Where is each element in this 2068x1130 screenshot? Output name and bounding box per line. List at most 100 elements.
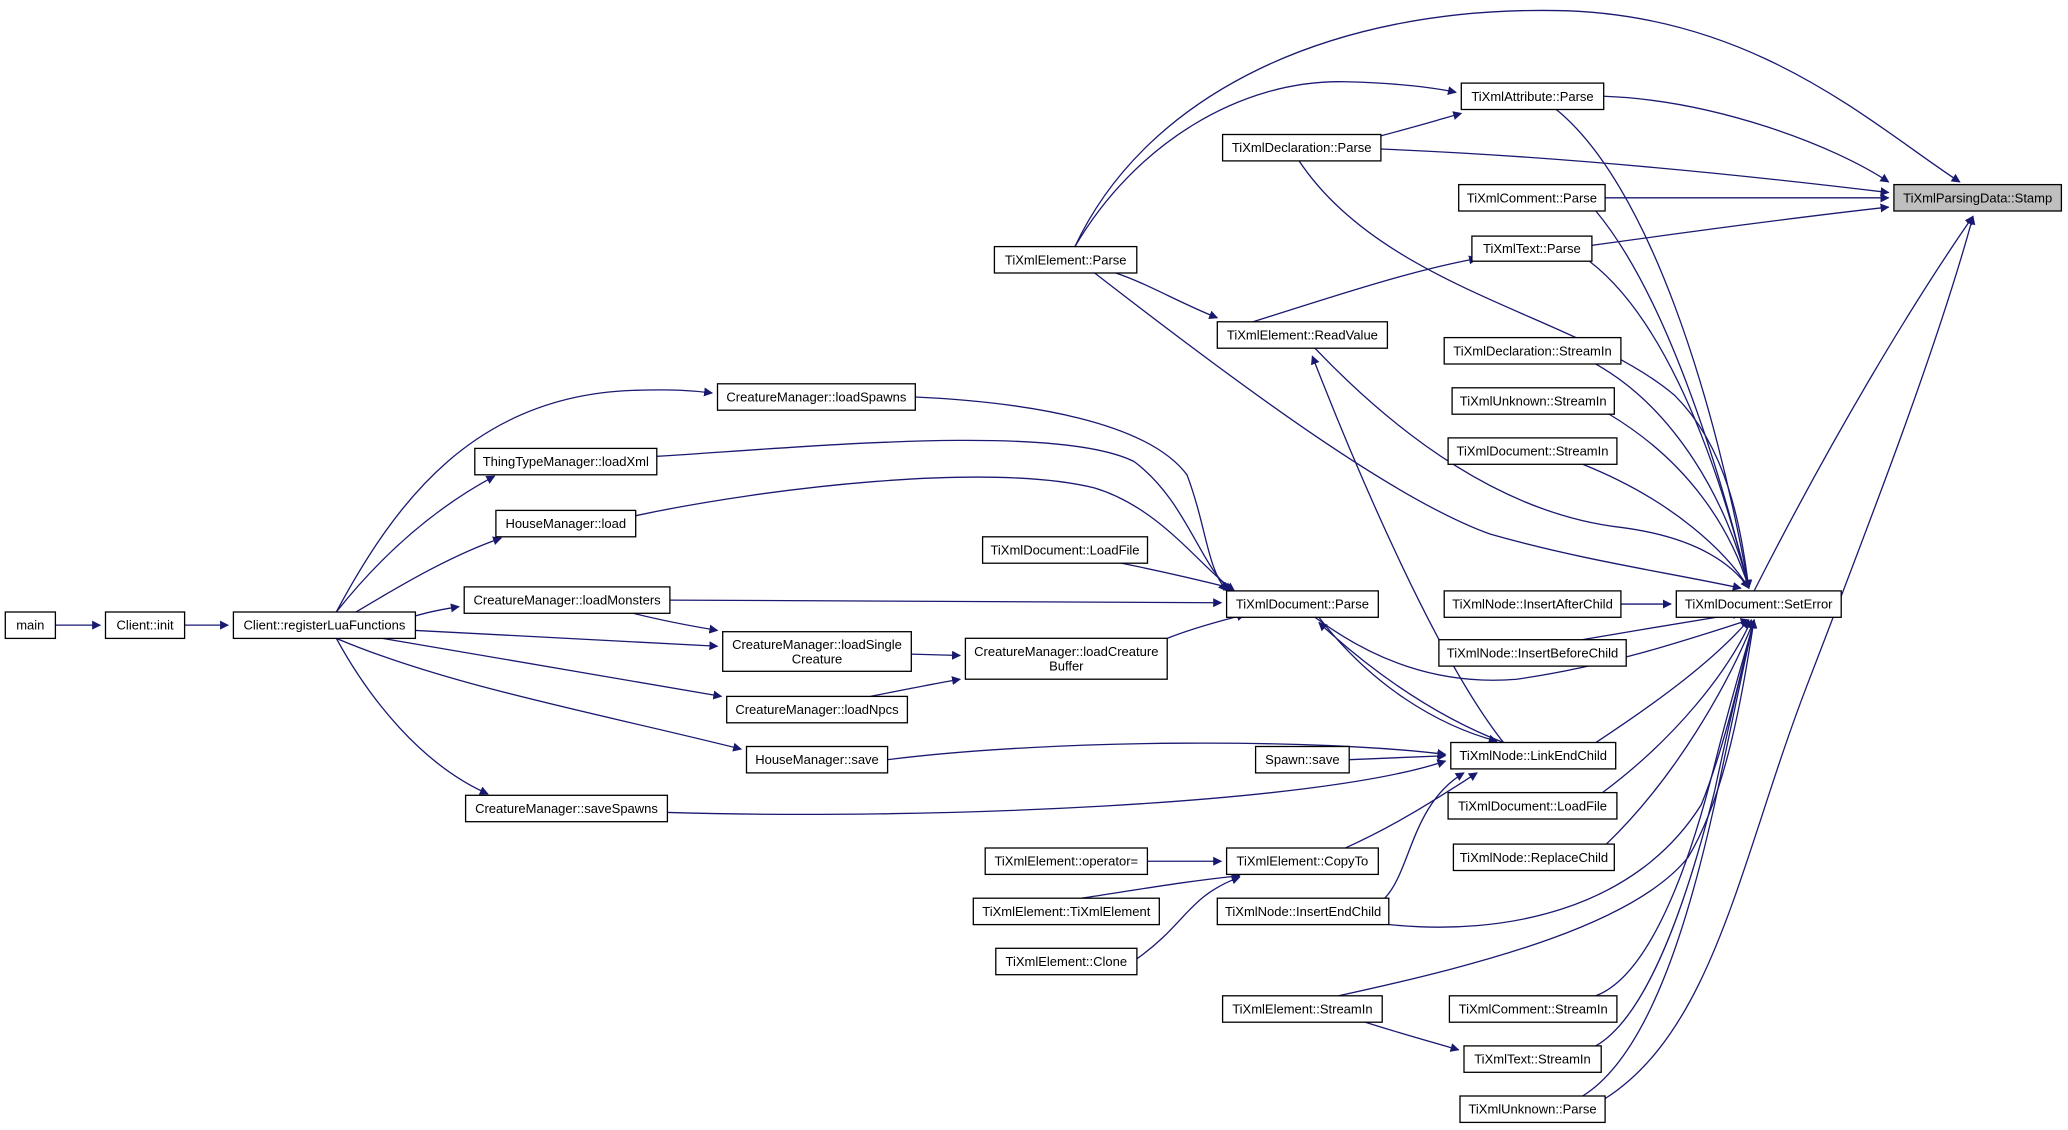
node-label: TiXmlNode::InsertAfterChild (1452, 597, 1613, 612)
node-doc-loadfile-l[interactable]: TiXmlDocument::LoadFile (981, 536, 1149, 564)
edge-text_parse-to-stamp (1591, 203, 1890, 246)
node-label: main (16, 618, 44, 633)
node-label: TiXmlDeclaration::StreamIn (1453, 343, 1611, 358)
node-box (722, 631, 912, 672)
edge-client_reg-to-ttm_loadxml (335, 475, 496, 613)
node-text-streamin[interactable]: TiXmlText::StreamIn (1463, 1045, 1602, 1073)
node-box (1450, 741, 1617, 770)
edge-node_linkend-to-doc_seterror (1595, 619, 1750, 744)
node-spawn-save[interactable]: Spawn::save (1254, 745, 1350, 774)
edge-cm_loadnpcs-to-cm_loadcreaturebuffer (870, 676, 962, 698)
node-cm-loadmonsters[interactable]: CreatureManager::loadMonsters (463, 586, 671, 614)
node-node-linkend[interactable]: TiXmlNode::LinkEndChild (1450, 741, 1617, 770)
node-box (1443, 336, 1622, 365)
node-client-reg[interactable]: Client::registerLuaFunctions (232, 611, 417, 640)
node-label: TiXmlText::StreamIn (1474, 1052, 1591, 1067)
node-node-insertend[interactable]: TiXmlNode::InsertEndChild (1216, 897, 1390, 926)
node-comment-parse[interactable]: TiXmlComment::Parse (1458, 183, 1606, 212)
edge-decl_streamin-to-doc_seterror (1595, 363, 1752, 590)
node-elem-ctor[interactable]: TiXmlElement::TiXmlElement (972, 897, 1160, 926)
edge-comment_parse-to-doc_seterror (1595, 210, 1752, 590)
node-stamp[interactable]: TiXmlParsingData::Stamp (1893, 183, 2063, 212)
node-elem-clone[interactable]: TiXmlElement::Clone (995, 947, 1138, 976)
edge-comment_streamin-to-doc_seterror (1595, 618, 1757, 997)
edge-doc_loadfile_r-to-doc_seterror (1602, 619, 1753, 794)
edge-client_reg-to-cm_savespawns (335, 638, 489, 795)
node-doc-streamin[interactable]: TiXmlDocument::StreamIn (1447, 437, 1618, 465)
node-text-parse[interactable]: TiXmlText::Parse (1471, 235, 1593, 262)
edge-hm_save-to-node_linkend (887, 742, 1447, 761)
node-cm-loadspawns[interactable]: CreatureManager::loadSpawns (716, 383, 916, 411)
edge-attr_parse-to-doc_seterror (1555, 108, 1752, 590)
node-doc-seterror[interactable]: TiXmlDocument::SetError (1675, 590, 1842, 618)
node-box (1221, 133, 1382, 162)
node-node-replace[interactable]: TiXmlNode::ReplaceChild (1452, 843, 1615, 872)
node-elem-parse[interactable]: TiXmlElement::Parse (993, 245, 1138, 274)
node-hm-save[interactable]: HouseManager::save (745, 745, 889, 774)
node-label: TiXmlDocument::LoadFile (1458, 798, 1607, 813)
node-label: CreatureManager::saveSpawns (475, 801, 658, 816)
node-attr-parse[interactable]: TiXmlAttribute::Parse (1460, 82, 1605, 111)
node-node-insertafter[interactable]: TiXmlNode::InsertAfterChild (1443, 590, 1622, 618)
node-label: CreatureManager::loadCreature (974, 644, 1158, 659)
edge-elem_readvalue-to-text_parse (1252, 255, 1479, 323)
node-box (1254, 745, 1350, 774)
node-box (474, 447, 658, 476)
node-label: TiXmlNode::InsertBeforeChild (1447, 645, 1618, 660)
node-label: CreatureManager::loadMonsters (474, 593, 662, 608)
node-decl-parse[interactable]: TiXmlDeclaration::Parse (1221, 133, 1382, 162)
node-label: HouseManager::save (755, 752, 879, 767)
edge-doc_parse-to-doc_seterror (1314, 616, 1750, 681)
node-main[interactable]: main (4, 611, 57, 640)
edge-unknown_parse-to-doc_seterror (1582, 618, 1757, 1097)
node-hm-load[interactable]: HouseManager::load (495, 509, 637, 538)
node-doc-parse[interactable]: TiXmlDocument::Parse (1225, 590, 1379, 618)
node-box (726, 695, 909, 724)
node-label: HouseManager::load (505, 516, 626, 531)
node-decl-streamin[interactable]: TiXmlDeclaration::StreamIn (1443, 336, 1622, 365)
node-client-init[interactable]: Client::init (104, 611, 186, 640)
edge-cm_loadmonsters-to-doc_parse (669, 598, 1223, 608)
edge-ttm_loadxml-to-doc_parse (656, 439, 1233, 592)
node-label: TiXmlText::Parse (1483, 241, 1581, 256)
node-box (1216, 897, 1390, 926)
node-node-insertbefore[interactable]: TiXmlNode::InsertBeforeChild (1438, 639, 1627, 667)
edge-elem_streamin-to-doc_seterror (1338, 618, 1758, 997)
node-label: TiXmlElement::CopyTo (1237, 854, 1369, 869)
node-box (972, 897, 1160, 926)
node-label: Client::registerLuaFunctions (243, 618, 405, 633)
node-box (1458, 183, 1606, 212)
node-unknown-parse[interactable]: TiXmlUnknown::Parse (1459, 1095, 1606, 1124)
node-elem-copyto[interactable]: TiXmlElement::CopyTo (1225, 847, 1379, 876)
node-cm-savespawns[interactable]: CreatureManager::saveSpawns (464, 794, 669, 823)
edge-elem_streamin-to-text_streamin (1364, 1021, 1460, 1052)
node-box (981, 536, 1149, 564)
node-label: TiXmlUnknown::StreamIn (1460, 393, 1607, 408)
node-box (464, 794, 669, 823)
node-ttm-loadxml[interactable]: ThingTypeManager::loadXml (474, 447, 658, 476)
node-label: CreatureManager::loadSingle (732, 637, 902, 652)
node-elem-operator[interactable]: TiXmlElement::operator= (984, 847, 1149, 876)
node-doc-loadfile-r[interactable]: TiXmlDocument::LoadFile (1447, 791, 1618, 820)
edge-attr_parse-to-stamp (1603, 95, 1890, 183)
node-label: TiXmlDocument::Parse (1236, 597, 1369, 612)
edge-client_reg-to-hm_load (355, 536, 503, 613)
node-comment-streamin[interactable]: TiXmlComment::StreamIn (1448, 995, 1618, 1023)
node-elem-streamin[interactable]: TiXmlElement::StreamIn (1221, 995, 1383, 1023)
node-box (1225, 590, 1379, 618)
node-box (745, 745, 889, 774)
edge-client_reg-to-hm_save (336, 637, 743, 752)
node-elem-readvalue[interactable]: TiXmlElement::ReadValue (1216, 321, 1389, 349)
node-label: TiXmlElement::Parse (1005, 252, 1127, 267)
edge-spawn_save-to-node_linkend (1349, 751, 1447, 761)
node-box (1447, 791, 1618, 820)
node-box (1447, 437, 1618, 465)
node-unknown-streamin[interactable]: TiXmlUnknown::StreamIn (1451, 387, 1615, 415)
node-label: TiXmlDeclaration::Parse (1232, 140, 1372, 155)
node-box (1460, 82, 1605, 111)
node-label: TiXmlUnknown::Parse (1468, 1102, 1596, 1117)
edge-elem_clone-to-elem_copyto (1136, 875, 1241, 960)
node-cm-loadnpcs[interactable]: CreatureManager::loadNpcs (726, 695, 909, 724)
